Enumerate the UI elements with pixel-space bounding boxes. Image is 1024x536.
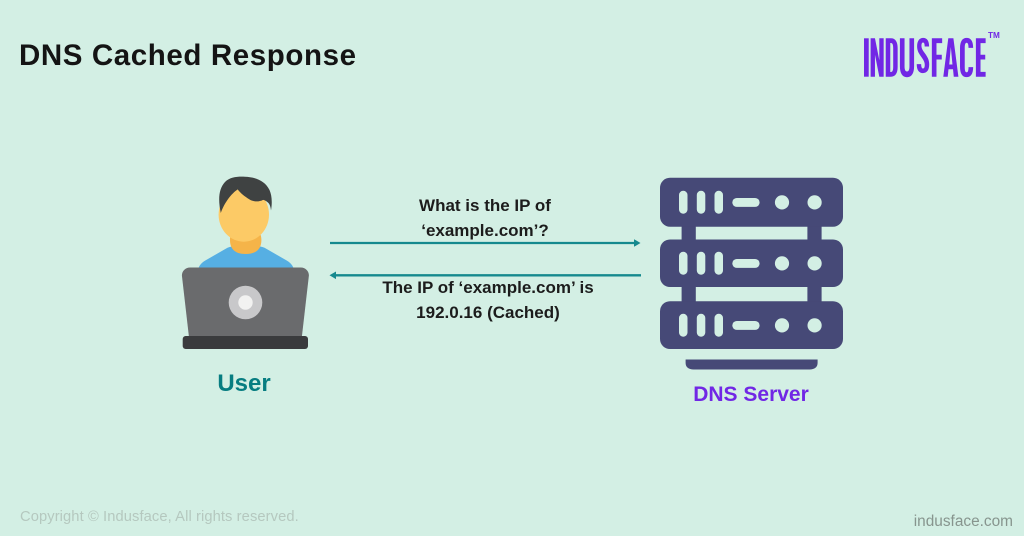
svg-text:TM: TM <box>988 31 1000 40</box>
